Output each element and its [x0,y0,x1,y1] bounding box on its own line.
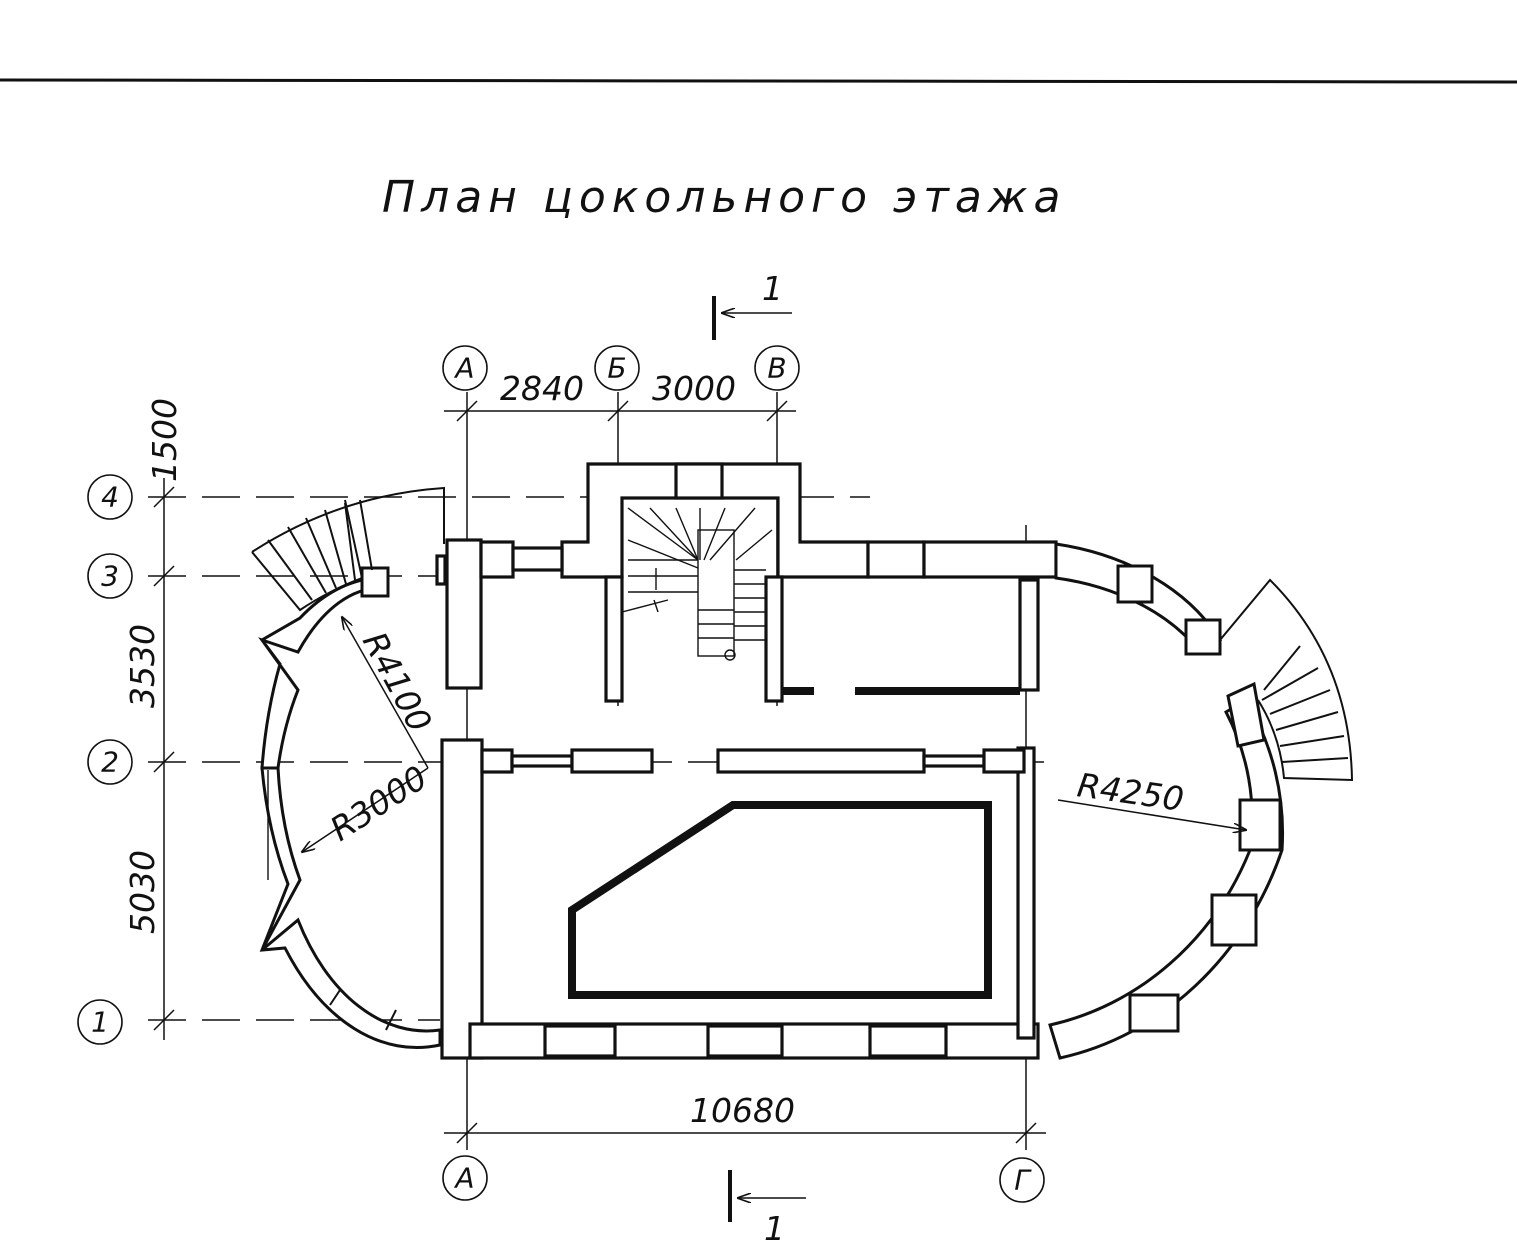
dimension-line-top [444,400,796,422]
radius-label-r4250: R4250 [1075,765,1186,819]
axis-bubble-B-top: Б [594,345,640,391]
drawing-title: План цокольного этажа [382,172,1066,223]
axis-bubble-A-top: А [442,345,488,391]
svg-text:3: 3 [101,560,119,593]
dim-a-g: 10680 [690,1091,795,1130]
section-label-top: 1 [762,269,783,308]
svg-text:Г: Г [1014,1164,1032,1197]
left-curved-wall [258,566,442,1050]
building-walls [435,462,1058,1060]
axis-bubble-4: 4 [87,474,133,520]
sheet-border-line [0,78,1517,84]
svg-text:4: 4 [101,481,119,514]
dim-a-b: 2840 [500,369,584,408]
dimension-line-left [153,478,175,1040]
section-mark-bottom: 1 [728,1170,806,1248]
pool-outline [568,801,992,999]
left-exterior-stair [251,486,445,612]
svg-text:А: А [453,352,474,385]
interior-stair [621,507,773,661]
section-mark-top: 1 [712,269,792,340]
dimension-line-bottom [444,1122,1046,1144]
axis-bubble-A-bottom: А [442,1155,488,1201]
radius-leaders [302,617,1246,852]
dim-n4-top: 1500 [145,398,184,482]
axis-bubble-3: 3 [87,553,133,599]
section-label-bottom: 1 [764,1209,785,1248]
right-exterior-stair [1219,578,1354,782]
dim-n2-n1: 5030 [123,850,162,934]
axis-bubble-1: 1 [77,999,123,1045]
radius-label-r4100: R4100 [355,625,440,738]
svg-text:2: 2 [101,746,119,779]
svg-text:В: В [767,352,786,385]
svg-text:А: А [453,1162,474,1195]
radius-label-r3000: R3000 [323,758,434,849]
axis-bubble-G-bottom: Г [999,1157,1045,1203]
dim-n3-n2: 3530 [123,624,162,708]
svg-text:1: 1 [91,1006,109,1039]
axis-bubble-V-top: В [754,345,800,391]
axis-bubble-2: 2 [87,739,133,785]
dim-b-v: 3000 [652,369,736,408]
svg-text:Б: Б [607,352,626,385]
